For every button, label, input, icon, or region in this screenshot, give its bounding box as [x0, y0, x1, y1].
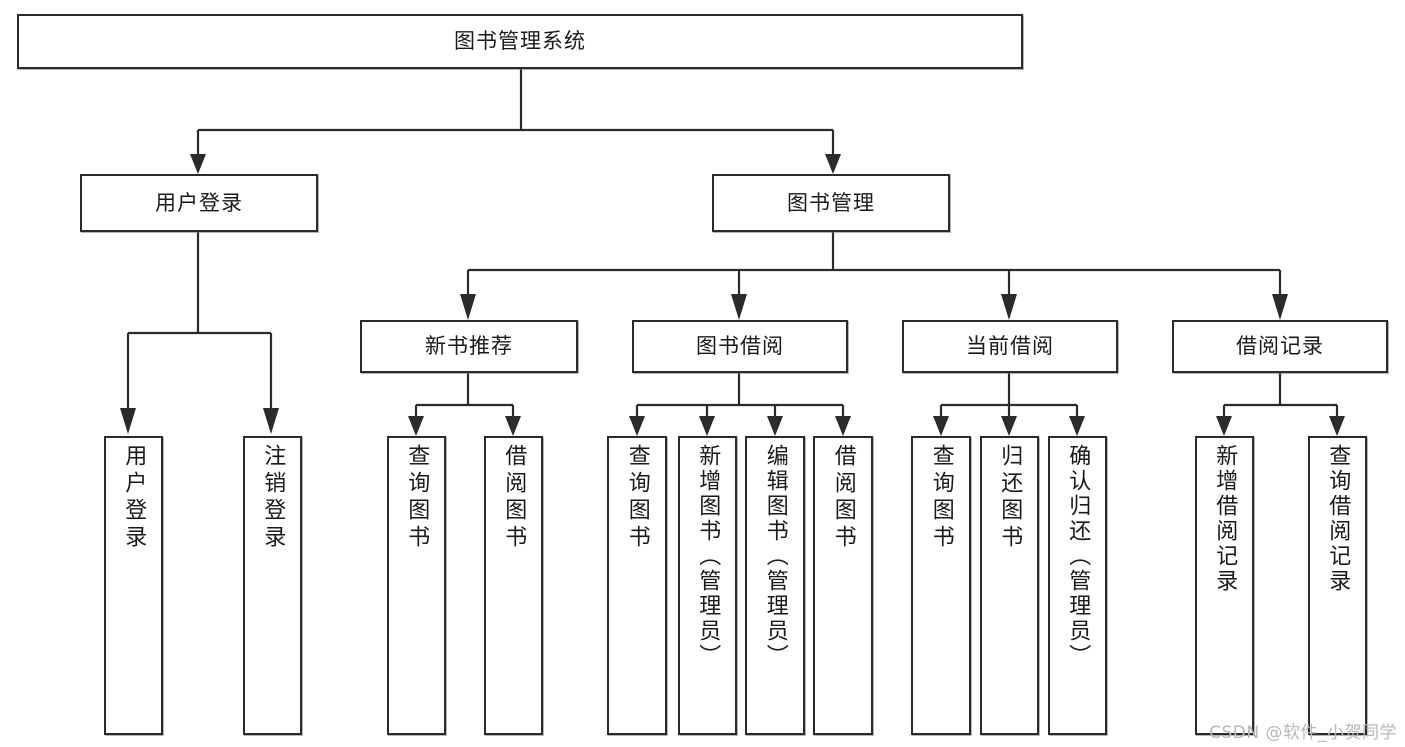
- leaf-new-book-query-books[interactable]: 查询图书: [387, 436, 446, 735]
- leaf-user-login-login[interactable]: 用户登录: [104, 436, 163, 735]
- leaf-current-borrow-return-books[interactable]: 归还图书: [980, 436, 1039, 735]
- node-borrowing-records[interactable]: 借阅记录: [1172, 320, 1388, 373]
- csdn-watermark: CSDN @软件_小贺同学: [1209, 723, 1397, 743]
- leaf-book-borrow-query-books[interactable]: 查询图书: [607, 436, 667, 735]
- node-book-management[interactable]: 图书管理: [712, 174, 950, 232]
- node-current-borrowing[interactable]: 当前借阅: [902, 320, 1118, 373]
- leaf-book-borrow-add-book-admin[interactable]: 新增图书（管理员）: [678, 436, 737, 735]
- leaf-user-login-logout[interactable]: 注销登录: [243, 436, 302, 735]
- node-root-book-management-system[interactable]: 图书管理系统: [17, 14, 1023, 69]
- node-new-book-recommendation[interactable]: 新书推荐: [360, 320, 578, 373]
- leaf-book-borrow-edit-book-admin[interactable]: 编辑图书（管理员）: [745, 436, 805, 735]
- leaf-current-borrow-confirm-return-admin[interactable]: 确认归还（管理员）: [1048, 436, 1107, 735]
- node-book-borrowing[interactable]: 图书借阅: [632, 320, 848, 373]
- leaf-borrow-record-add-record[interactable]: 新增借阅记录: [1195, 436, 1254, 735]
- leaf-new-book-borrow-books[interactable]: 借阅图书: [484, 436, 543, 735]
- node-user-login[interactable]: 用户登录: [80, 174, 318, 232]
- leaf-book-borrow-borrow-books[interactable]: 借阅图书: [813, 436, 873, 735]
- leaf-borrow-record-query-record[interactable]: 查询借阅记录: [1308, 436, 1367, 735]
- leaf-current-borrow-query-books[interactable]: 查询图书: [911, 436, 971, 735]
